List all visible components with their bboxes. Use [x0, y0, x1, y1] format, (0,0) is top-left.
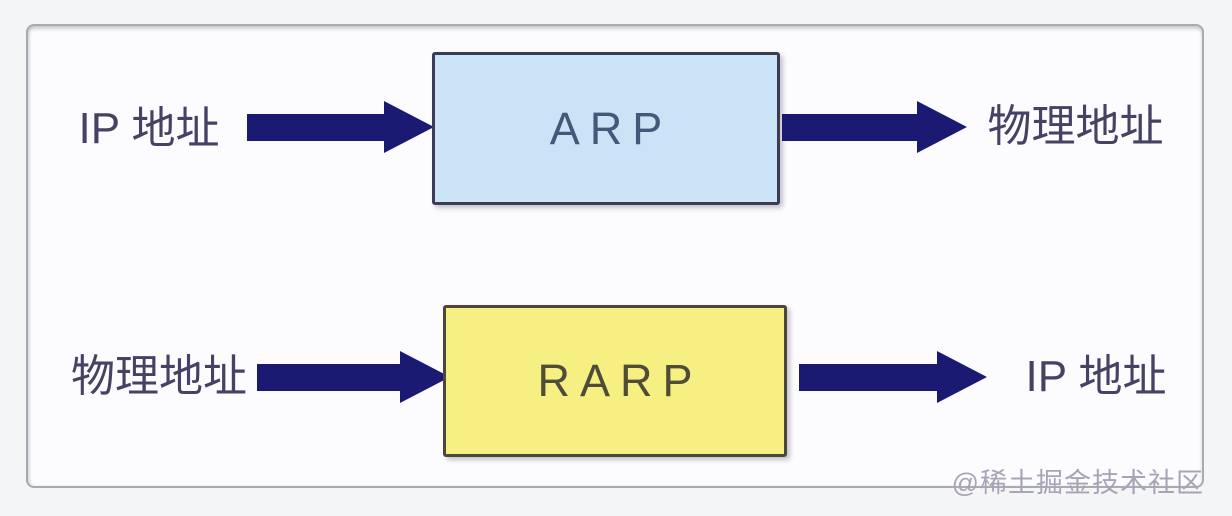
arrow-shaft [799, 363, 937, 391]
arrow-right-icon [247, 101, 434, 153]
arrow-right-icon [799, 351, 987, 403]
arrow-shaft [782, 113, 917, 141]
arp-input-label: IP 地址 [78, 104, 220, 153]
arrow-head [917, 101, 967, 153]
arrow-head [937, 351, 987, 403]
arrow-right-icon [257, 351, 450, 403]
arp-output-label: 物理地址 [987, 102, 1164, 151]
arrow-right-icon [782, 101, 967, 153]
watermark: @稀土掘金技术社区 [951, 468, 1204, 498]
diagram-panel: IP 地址 ARP 物理地址 物理地址 RARP IP 地址 [26, 24, 1204, 488]
arrow-head [400, 351, 450, 403]
rarp-output-label: IP 地址 [1025, 352, 1167, 401]
arrow-shaft [257, 363, 400, 391]
rarp-input-label: 物理地址 [71, 352, 247, 401]
rarp-box: RARP [443, 305, 787, 457]
arrow-shaft [247, 113, 384, 141]
arp-box: ARP [432, 52, 780, 205]
arrow-head [384, 101, 434, 153]
